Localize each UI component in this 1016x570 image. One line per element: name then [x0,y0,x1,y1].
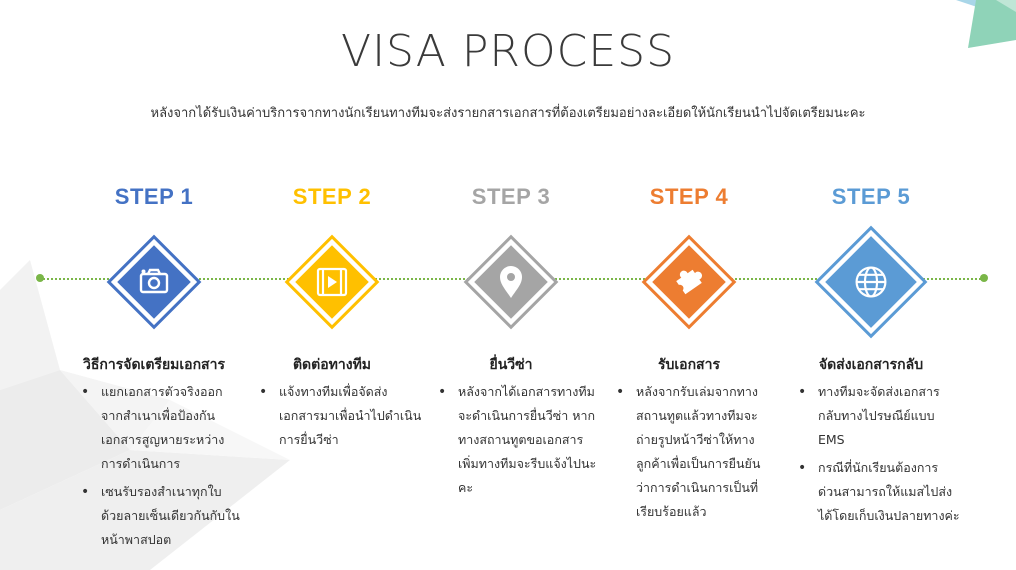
list-item: กรณีที่นักเรียนต้องการด่วนสามารถให้แมสไป… [796,456,961,528]
step-2-title: ติดต่อทางทีม [292,357,372,373]
background-polygons-top-right [956,0,1016,48]
step-3-label: STEP 3 [471,184,551,209]
step-5-bullets: ทางทีมจะจัดส่งเอกสารกลับทางไปรษณีย์แบบ E… [796,380,961,532]
puzzle-icon [676,269,703,295]
step-4-title: รับเอกสาร [657,357,720,373]
step-1-label: STEP 1 [114,184,194,209]
step-5-label: STEP 5 [831,184,911,209]
step-2: STEP 2 ติดต่อทางทีม แจ้งทางทีมเพื่อจัดส่… [237,184,427,447]
step-3-diamond [461,232,561,332]
step-3: STEP 3 ยื่นวีซ่า หลังจากได้เอกสารทางทีมจ… [416,184,606,495]
list-item: หลังจากรับเล่มจากทางสถานทูตแล้วทางทีมจะถ… [614,380,779,524]
step-1-title: วิธีการจัดเตรียมเอกสาร [83,357,225,373]
list-item: เซนรับรองสำเนาทุกใบด้วยลายเซ็นเดียวกันกั… [79,480,244,552]
globe-icon [855,266,887,298]
timeline-end-dot [980,274,988,282]
step-5: STEP 5 จัดส่งเอกสารกลับ ทางทีมจะจัดส่งเอ… [776,184,966,523]
camera-icon [139,268,169,294]
video-icon [316,267,348,297]
step-4-bullets: หลังจากรับเล่มจากทางสถานทูตแล้วทางทีมจะถ… [614,380,779,528]
step-2-label: STEP 2 [292,184,372,209]
step-3-title: ยื่นวีซ่า [489,357,533,373]
timeline-start-dot [36,274,44,282]
step-2-bullets: แจ้งทางทีมเพื่อจัดส่งเอกสารมาเพื่อนำไปดำ… [257,380,422,456]
step-1-diamond [104,232,204,332]
step-4-diamond [639,232,739,332]
step-4: STEP 4 รับเอกสาร หลังจากรับเล่มจากทางสถา… [594,184,784,519]
step-1-bullets: แยกเอกสารตัวจริงออกจากสำเนาเพื่อป้องกันเ… [79,380,244,556]
list-item: แยกเอกสารตัวจริงออกจากสำเนาเพื่อป้องกันเ… [79,380,244,476]
list-item: แจ้งทางทีมเพื่อจัดส่งเอกสารมาเพื่อนำไปดำ… [257,380,422,452]
list-item: หลังจากได้เอกสารทางทีมจะดำเนินการยื่นวีซ… [436,380,601,500]
step-1: STEP 1 วิธีการจัดเตรียมเอกสาร แยกเอกสารต… [59,184,249,547]
step-2-diamond [282,232,382,332]
step-3-bullets: หลังจากได้เอกสารทางทีมจะดำเนินการยื่นวีซ… [436,380,601,504]
page-title: VISA PROCESS [340,26,676,77]
list-item: ทางทีมจะจัดส่งเอกสารกลับทางไปรษณีย์แบบ E… [796,380,961,452]
map-pin-icon [500,266,522,298]
step-5-title: จัดส่งเอกสารกลับ [818,357,924,373]
step-5-diamond [811,222,931,342]
page-subtitle: หลังจากได้รับเงินค่าบริการจากทางนักเรียน… [150,106,866,121]
step-4-label: STEP 4 [649,184,729,209]
